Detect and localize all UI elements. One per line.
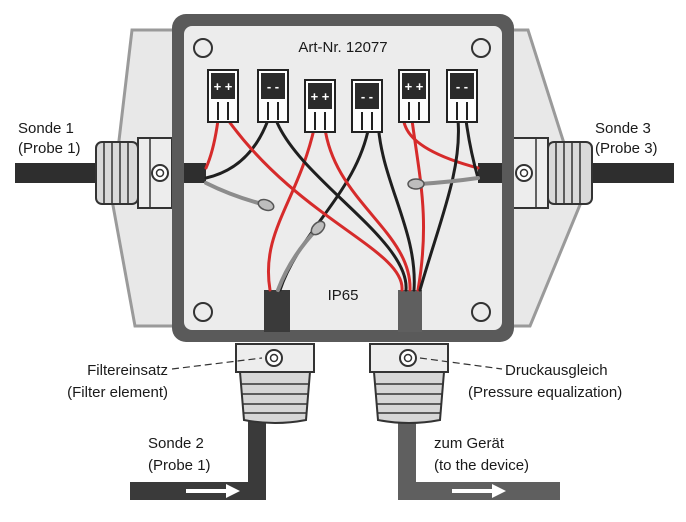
probe-2-label: Sonde 2 (148, 435, 204, 452)
wire-black (418, 118, 460, 292)
entry-stub-bottom-left (264, 290, 290, 332)
cable-gland-bottom-right (369, 343, 449, 424)
device-sublabel: (to the device) (434, 457, 529, 474)
pressure-leader-line (419, 357, 503, 370)
wire-black (204, 118, 270, 180)
wire-red (267, 118, 318, 292)
probe-3-label: Sonde 3 (595, 120, 651, 137)
corner-screws (193, 38, 491, 322)
pressure-label: Druckausgleich (505, 362, 608, 379)
probe-3-sublabel: (Probe 3) (595, 140, 658, 157)
cable-gland-bottom-left (235, 343, 315, 424)
probe-2-sublabel: (Probe 1) (148, 457, 211, 474)
terminal-block: - - (257, 69, 289, 123)
wire-black (376, 118, 416, 292)
terminal-polarity-label: + + (214, 79, 233, 94)
screw-icon (471, 38, 491, 58)
terminal-blocks: + + - - + + - - + + - - (207, 69, 478, 133)
cable-gland-right (511, 137, 593, 209)
filter-leader-line (171, 357, 263, 370)
arrow-to-device (452, 484, 506, 498)
terminal-polarity-label: - - (361, 89, 373, 104)
screw-icon (471, 302, 491, 322)
terminal-polarity-label: + + (311, 89, 330, 104)
pressure-sublabel: (Pressure equalization) (468, 384, 622, 401)
screw-icon (193, 302, 213, 322)
probe-1-sublabel: (Probe 1) (18, 140, 81, 157)
entry-stub-bottom-right (398, 290, 422, 332)
wire-red (322, 118, 412, 292)
wire-red (204, 118, 220, 170)
terminal-block: + + (398, 69, 430, 123)
terminal-block: + + (207, 69, 239, 123)
wire-red (226, 118, 404, 292)
probe-1-label: Sonde 1 (18, 120, 74, 137)
sensor-tips (257, 178, 425, 236)
cable-probe-1 (15, 163, 100, 183)
sensor-leads (204, 176, 480, 292)
cable-probe-3 (592, 163, 674, 183)
filter-sublabel: (Filter element) (67, 384, 168, 401)
cable-gland-left (95, 137, 173, 209)
wire-red (402, 120, 480, 170)
terminal-block: - - (446, 69, 478, 123)
terminal-polarity-label: - - (456, 79, 468, 94)
article-number: Art-Nr. 12077 (298, 39, 387, 56)
entry-stub-left (184, 163, 206, 183)
wire-black (274, 118, 408, 292)
device-label: zum Gerät (434, 435, 505, 452)
filter-label: Filtereinsatz (87, 362, 168, 379)
protection-rating: IP65 (328, 287, 359, 304)
screw-icon (193, 38, 213, 58)
entry-stub-right (478, 163, 502, 183)
terminal-polarity-label: - - (267, 79, 279, 94)
arrow-probe-2 (186, 484, 240, 498)
terminal-block: - - (351, 79, 383, 133)
terminal-block: + + (304, 79, 336, 133)
wire-black (464, 118, 480, 180)
terminal-polarity-label: + + (405, 79, 424, 94)
wire-red (410, 118, 426, 292)
